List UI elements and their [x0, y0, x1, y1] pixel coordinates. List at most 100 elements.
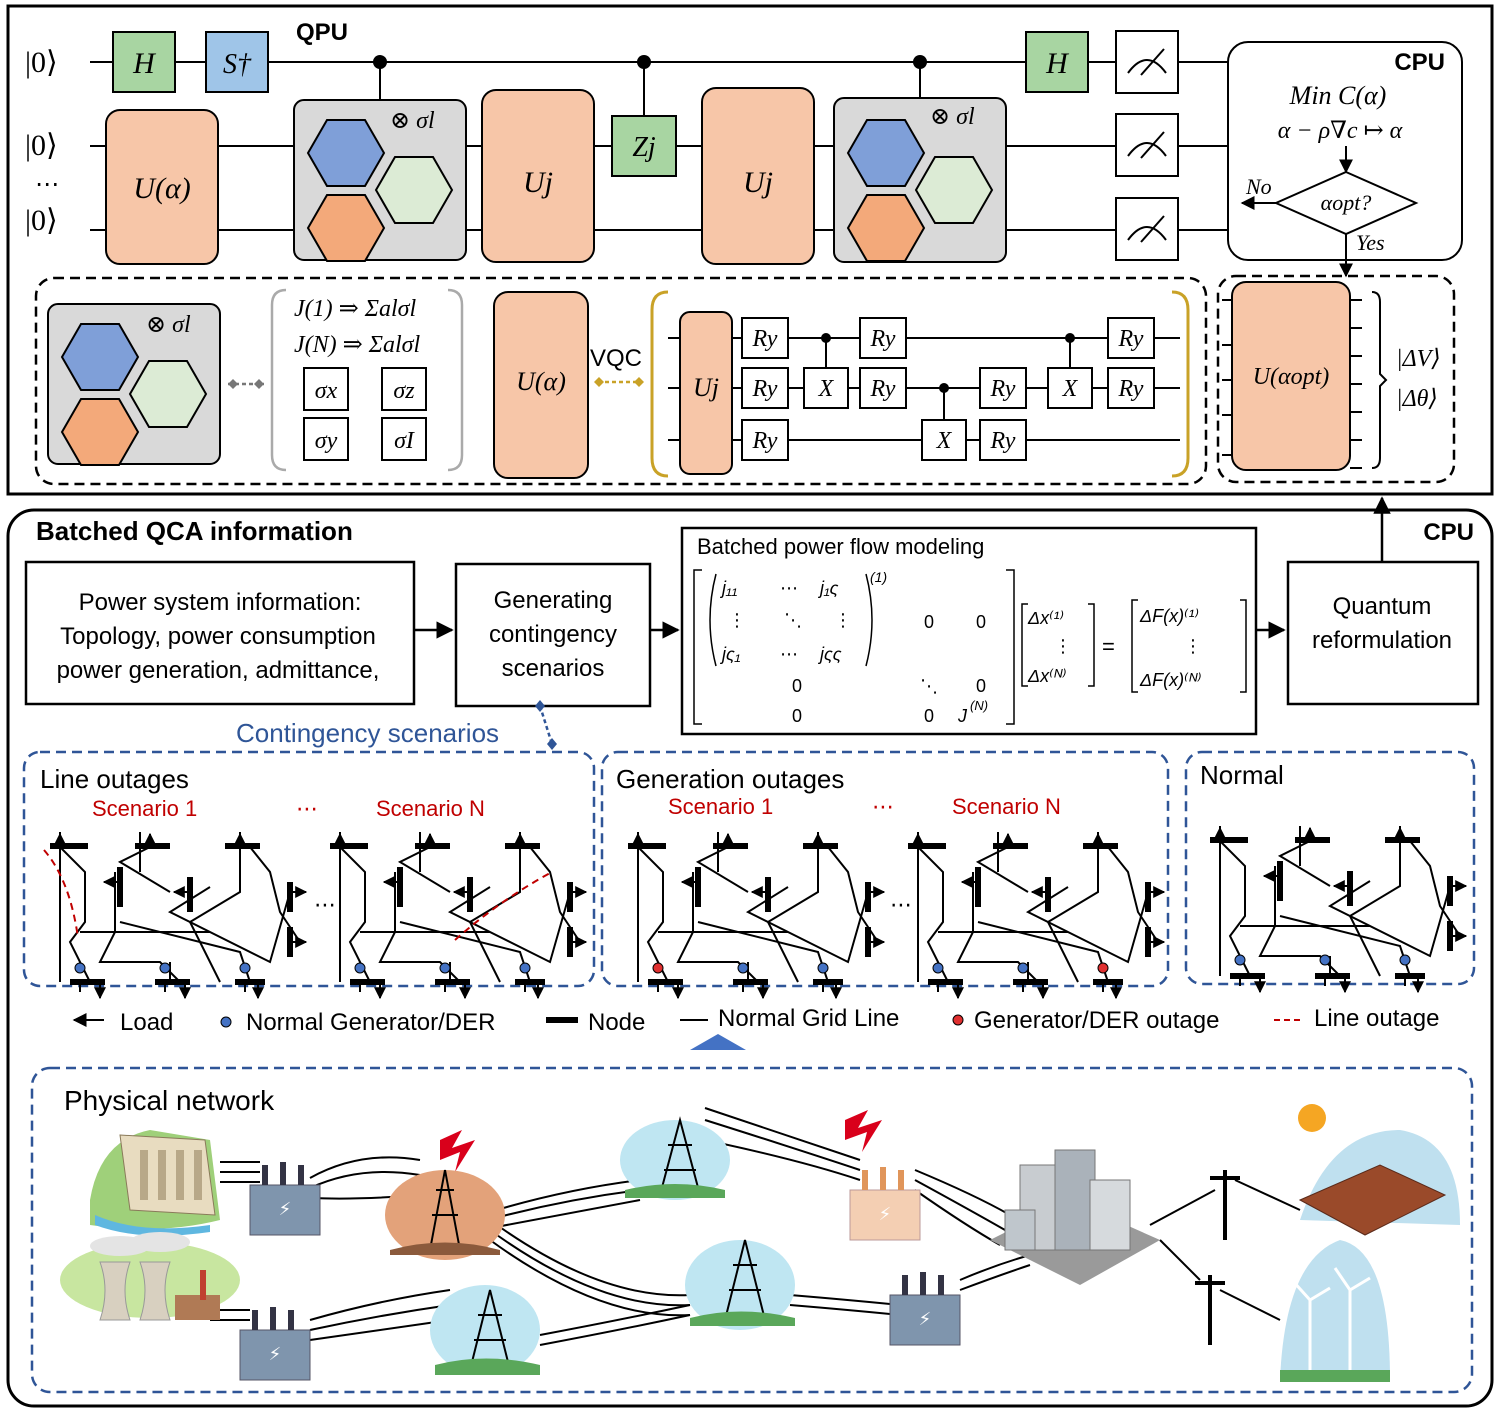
uj-block-1 — [481, 89, 595, 263]
svg-text:(1): (1) — [870, 569, 887, 585]
pauli-i-box — [381, 417, 427, 461]
svg-text:ΔF(x)⁽ᴺ⁾: ΔF(x)⁽ᴺ⁾ — [1139, 670, 1201, 690]
generating-box — [454, 562, 652, 708]
pauli-y-box — [303, 417, 349, 461]
utility-pole-icon-2 — [1195, 1275, 1225, 1345]
transformer-icon-1: ⚡ — [249, 1162, 321, 1236]
svg-text:J: J — [957, 706, 968, 726]
svg-text:⋮: ⋮ — [1184, 636, 1202, 656]
svg-text:0: 0 — [976, 612, 986, 632]
line-scenario-n: Scenario N — [376, 796, 485, 821]
legend-load: Load — [120, 1009, 173, 1036]
tower-icon-1 — [620, 1116, 730, 1200]
uj-detail-label: Uj — [693, 373, 719, 402]
svg-text:⋱: ⋱ — [920, 676, 938, 696]
quantum-line-2: reformulation — [1312, 627, 1452, 654]
power-info-line-3: power generation, admittance, — [57, 657, 380, 684]
legend-line: Normal Grid Line — [718, 1005, 899, 1032]
physical-title: Physical network — [64, 1085, 275, 1116]
delta-theta-label: |Δθ⟩ — [1396, 386, 1438, 412]
ry-gates — [741, 317, 1155, 461]
u-alpha-detail — [493, 291, 589, 479]
qubit-label-2: |0⟩ — [25, 129, 58, 162]
svg-text:⚡: ⚡ — [919, 1309, 932, 1329]
legend-node: Node — [588, 1009, 645, 1036]
pauli-z-box — [381, 367, 427, 411]
svg-text:⋯: ⋯ — [780, 644, 798, 664]
svg-text:⋮: ⋮ — [728, 610, 746, 630]
jn-decomposition: J(N) ⇒ Σalσl — [294, 332, 421, 358]
svg-text:⚡: ⚡ — [879, 1204, 892, 1224]
power-info-line-2: Topology, power consumption — [60, 623, 376, 650]
generating-line-2: contingency — [489, 621, 617, 648]
svg-text:(N): (N) — [970, 698, 988, 713]
svg-text:=: = — [1102, 634, 1115, 659]
ry-label-6: Ry — [990, 376, 1016, 402]
svg-text:⚡: ⚡ — [279, 1199, 292, 1219]
pauli-i-label: σI — [394, 428, 415, 454]
measure-icon-3 — [1115, 197, 1179, 261]
svg-text:jςς: jςς — [817, 644, 842, 664]
up-arrow-icon — [690, 1034, 746, 1050]
ry-label-5: Ry — [870, 376, 896, 402]
measure-icon-1 — [1115, 30, 1179, 94]
cpu-update-rule: α − ρ∇c ↦ α — [1278, 118, 1403, 144]
batched-cpu-title: CPU — [1423, 519, 1474, 546]
pauli-z-label: σz — [393, 378, 415, 404]
qubit-label-dots: ⋯ — [35, 171, 59, 198]
gen-outage-title: Generation outages — [616, 764, 844, 794]
legend-gen: Normal Generator/DER — [246, 1009, 495, 1036]
transformer-outage-icon: ⚡ — [849, 1167, 921, 1241]
sdag-gate-label: S† — [223, 49, 252, 80]
svg-text:Δx⁽ᴺ⁾: Δx⁽ᴺ⁾ — [1027, 666, 1066, 686]
svg-text:⚡: ⚡ — [269, 1344, 282, 1364]
uj-block-2 — [701, 87, 815, 265]
grid-gen-s1 — [628, 832, 884, 998]
svg-text:j₁₁: j₁₁ — [719, 578, 738, 598]
x-gate-2 — [921, 419, 967, 461]
svg-text:j₁ς: j₁ς — [817, 578, 839, 598]
svg-text:⋯: ⋯ — [780, 578, 798, 598]
cpu-no-label: No — [1245, 174, 1272, 199]
line-outage-title: Line outages — [40, 764, 189, 794]
ry-label-2: Ry — [752, 376, 778, 402]
pauli-block-1-label: ⊗ σl — [390, 108, 435, 134]
cpu-decision-label: αopt? — [1321, 190, 1372, 215]
physical-network-panel — [30, 1066, 1474, 1394]
qpu-title: QPU — [296, 19, 348, 46]
cpu-title-top: CPU — [1394, 49, 1445, 76]
batched-panel — [6, 508, 1494, 1408]
x-gate-1 — [803, 367, 849, 409]
ry-label-1: Ry — [752, 326, 778, 352]
svg-text:0: 0 — [792, 706, 802, 726]
pauli-y-label: σy — [315, 428, 338, 454]
gen-mid-dots: ⋯ — [890, 892, 912, 917]
legend-gen-out: Generator/DER outage — [974, 1007, 1219, 1034]
cpu-min-c: Min C(α) — [1289, 81, 1387, 110]
pauli-block-2-label: ⊗ σl — [930, 104, 975, 130]
tower-outage-icon — [385, 1169, 505, 1260]
lightning-icon-2 — [845, 1110, 882, 1152]
power-info-box — [24, 560, 416, 706]
svg-text:0: 0 — [792, 676, 802, 696]
u-opt-label: U(αopt) — [1253, 364, 1330, 390]
zj-gate — [611, 115, 677, 177]
circuit-expansion-panel — [34, 276, 1208, 486]
utility-pole-icon-1 — [1210, 1170, 1240, 1240]
power-plant-icon — [60, 1232, 240, 1321]
cpu-yes-label: Yes — [1356, 230, 1385, 255]
normal-title: Normal — [1200, 760, 1284, 790]
svg-text:0: 0 — [924, 706, 934, 726]
ry-label-9: Ry — [1118, 376, 1144, 402]
uj-block-2-label: Uj — [743, 166, 773, 199]
quantum-reformulation-box — [1286, 560, 1480, 706]
h-gate-1 — [112, 31, 176, 93]
svg-text:⋮: ⋮ — [834, 610, 852, 630]
tower-icon-2 — [430, 1285, 540, 1375]
h-gate-2 — [1025, 31, 1089, 93]
uj-block-1-label: Uj — [523, 166, 553, 199]
u-opt-panel — [1216, 274, 1456, 484]
gen-outage-panel — [600, 750, 1170, 988]
